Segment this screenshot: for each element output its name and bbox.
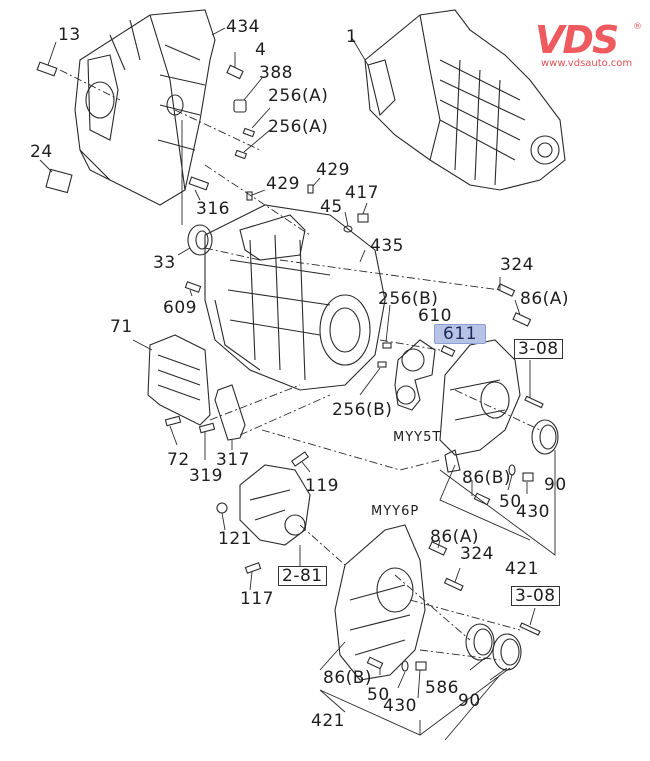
vds-logo: VDS	[535, 18, 619, 62]
part-callout-33[interactable]: 33	[153, 253, 176, 273]
gasket-610-drawing	[394, 339, 436, 411]
variant-label-myy5t: MYY5T	[393, 430, 442, 445]
side-cover-drawing	[147, 334, 211, 426]
part-callout-117[interactable]: 117	[240, 589, 274, 609]
part-callout-86b-bottom[interactable]: 86(B)	[323, 668, 373, 688]
part-callout-86b-top[interactable]: 86(B)	[462, 468, 512, 488]
part-callout-71[interactable]: 71	[110, 317, 133, 337]
extension-housing-upper-drawing	[439, 339, 521, 473]
part-callout-316[interactable]: 316	[196, 199, 230, 219]
part-callout-435[interactable]: 435	[370, 236, 404, 256]
part-callout-86a-top[interactable]: 86(A)	[520, 289, 570, 309]
part-callout-430-top[interactable]: 430	[516, 502, 550, 522]
oil-seal-upper-drawing	[531, 419, 559, 455]
part-callout-256a-2[interactable]: 256(A)	[268, 117, 329, 137]
registered-mark: ®	[633, 22, 642, 32]
part-callout-610[interactable]: 610	[418, 306, 452, 326]
part-callout-4[interactable]: 4	[255, 40, 267, 60]
extension-housing-lower-drawing	[334, 524, 426, 681]
vds-url: www.vdsauto.com	[541, 58, 633, 69]
part-callout-611-highlighted[interactable]: 611	[434, 324, 486, 344]
part-callout-121[interactable]: 121	[218, 529, 252, 549]
part-callout-434[interactable]: 434	[226, 17, 260, 37]
oil-seals-lower-drawing	[465, 623, 522, 671]
part-callout-256b-2[interactable]: 256(B)	[332, 400, 393, 420]
part-callout-586[interactable]: 586	[425, 678, 459, 698]
part-callout-50-bottom[interactable]: 50	[367, 685, 390, 705]
reference-2-81[interactable]: 2-81	[278, 566, 327, 586]
part-callout-417[interactable]: 417	[345, 183, 379, 203]
leader-lines	[39, 27, 556, 741]
part-callout-388[interactable]: 388	[259, 63, 293, 83]
part-callout-119[interactable]: 119	[305, 476, 339, 496]
reference-3-08-top[interactable]: 3-08	[514, 339, 563, 359]
clutch-housing-drawing	[74, 9, 216, 206]
part-callout-72[interactable]: 72	[167, 450, 190, 470]
part-callout-421-top[interactable]: 421	[505, 559, 539, 579]
part-callout-1[interactable]: 1	[346, 27, 358, 47]
gasket-drawing	[214, 384, 246, 441]
transmission-case-drawing	[204, 204, 386, 391]
vds-watermark: VDS ® www.vdsauto.com	[535, 20, 645, 69]
part-callout-24[interactable]: 24	[30, 142, 53, 162]
part-callout-429-1[interactable]: 429	[266, 174, 300, 194]
part-callout-256b-1[interactable]: 256(B)	[378, 289, 439, 309]
part-callout-256a-1[interactable]: 256(A)	[268, 86, 329, 106]
transmission-assembly-drawing	[364, 9, 566, 191]
reference-3-08-bottom[interactable]: 3-08	[511, 586, 560, 606]
part-callout-45[interactable]: 45	[320, 197, 343, 217]
part-callout-324-bottom[interactable]: 324	[460, 544, 494, 564]
part-callout-430-bottom[interactable]: 430	[383, 696, 417, 716]
part-callout-50-top[interactable]: 50	[499, 492, 522, 512]
variant-label-myy6p: MYY6P	[371, 504, 420, 519]
part-callout-324-top[interactable]: 324	[500, 255, 534, 275]
part-callout-13[interactable]: 13	[58, 25, 81, 45]
part-callout-319[interactable]: 319	[189, 466, 223, 486]
part-callout-90-top[interactable]: 90	[544, 475, 567, 495]
part-callout-317[interactable]: 317	[216, 450, 250, 470]
part-callout-609[interactable]: 609	[163, 298, 197, 318]
part-callout-429-2[interactable]: 429	[316, 160, 350, 180]
part-callout-86a-bottom[interactable]: 86(A)	[430, 527, 480, 547]
part-callout-421-bottom[interactable]: 421	[311, 711, 345, 731]
part-callout-90-bottom[interactable]: 90	[458, 691, 481, 711]
